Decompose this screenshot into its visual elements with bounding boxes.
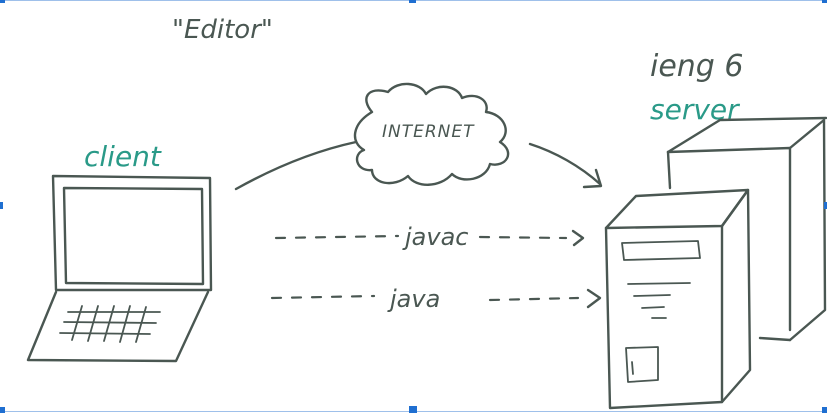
selection-handle-middle-right[interactable] [824, 202, 827, 209]
java-arrowhead [586, 288, 602, 309]
internet-cloud-icon [353, 82, 510, 186]
java-dashed-line-left [270, 294, 376, 300]
javac-dashed-line-right [478, 235, 568, 240]
selection-handle-bottom-middle[interactable] [409, 406, 417, 413]
laptop-to-internet-line [234, 140, 358, 191]
selection-handle-top-middle[interactable] [409, 0, 416, 3]
back-server-icon [666, 116, 827, 342]
javac-label: javac [402, 223, 468, 251]
selection-handle-bottom-left[interactable] [0, 407, 5, 413]
javac-dashed-line-left [274, 234, 400, 240]
selection-handle-top-right[interactable] [822, 0, 827, 3]
java-label: java [387, 285, 440, 313]
java-dashed-line-right [488, 296, 580, 302]
client-label: client [84, 140, 162, 173]
internet-to-server-arrow [528, 142, 603, 189]
selection-handle-middle-left[interactable] [0, 202, 3, 209]
server-host-label: ieng 6 [650, 49, 743, 84]
front-server-icon [604, 188, 752, 410]
javac-arrowhead [571, 229, 585, 247]
selection-handle-bottom-right[interactable] [822, 407, 827, 413]
laptop-icon [26, 174, 213, 363]
internet-label: INTERNET [382, 122, 475, 142]
selection-handle-top-left[interactable] [0, 0, 5, 3]
editor-label: "Editor" [172, 15, 273, 45]
